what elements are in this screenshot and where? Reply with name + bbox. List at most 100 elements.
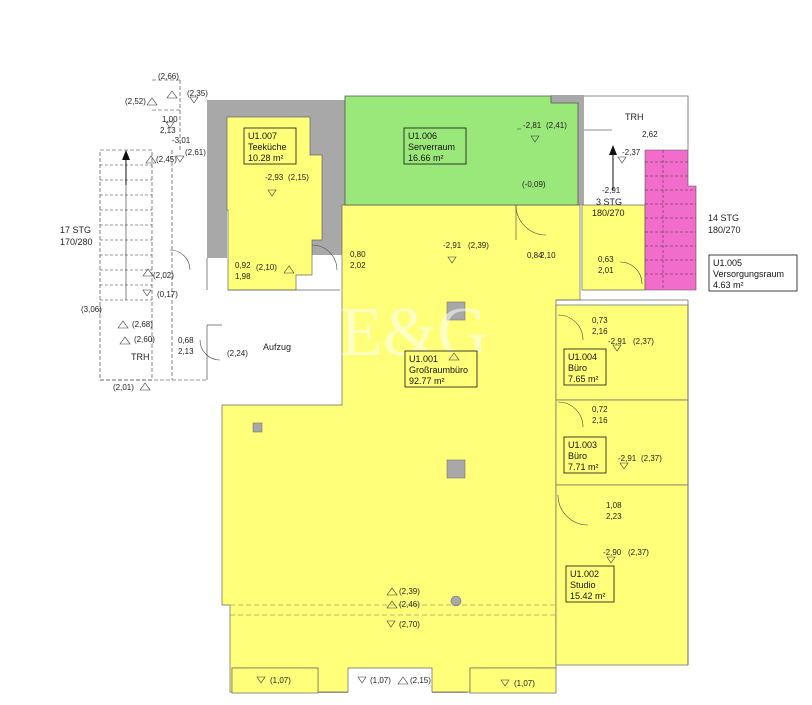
dim-label: 2,13 (160, 126, 176, 135)
dimension-annotations: (2,66) (2,35) (2,52) 1,00 2,13 -3,01 (2,… (81, 72, 662, 688)
dim-label: -2,91 (443, 241, 462, 250)
dim-label: (2,39) (468, 241, 489, 250)
dim-label: -2,81 (523, 121, 542, 130)
dim-label: -3,01 (172, 136, 191, 145)
column (450, 595, 462, 607)
dim-label: (2,60) (134, 335, 155, 344)
stair-right-treads (645, 150, 696, 290)
label-stair-mid-size: 180/270 (592, 208, 625, 218)
dim-label: -2,91 (608, 337, 627, 346)
dim-label: -2,90 (603, 548, 622, 557)
dim-label: 1,00 (162, 115, 178, 124)
dim-label: -2,93 (265, 173, 284, 182)
stair-mid-arrow-icon (609, 145, 617, 155)
label-stair-left-count: 17 STG (60, 225, 91, 235)
dim-label: 0,68 (178, 336, 194, 345)
dim-label: 2,62 (642, 130, 658, 139)
room-label-serverraum: U1.006 Serverraum 16.66 m² (403, 127, 467, 165)
svg-text:U1.006: U1.006 (408, 131, 437, 141)
dim-label: (2,46) (399, 600, 420, 609)
dim-label: 0,84 (527, 251, 543, 260)
svg-text:U1.007: U1.007 (248, 131, 277, 141)
room-label-versorgungsraum: U1.005 Versorgungsraum 4.63 m² (708, 254, 798, 292)
stair-left-arrow-icon (122, 150, 130, 160)
svg-text:U1.004: U1.004 (568, 352, 597, 362)
dim-label: 0,72 (592, 405, 608, 414)
svg-text:U1.005: U1.005 (713, 258, 742, 268)
label-trh-right: TRH (625, 112, 644, 122)
svg-text:Büro: Büro (568, 451, 587, 461)
room-label-studio: U1.002 Studio 15.42 m² (565, 565, 615, 603)
dim-label: 1,08 (606, 501, 622, 510)
svg-text:Serverraum: Serverraum (408, 142, 455, 152)
column (446, 301, 466, 321)
dim-label: (1,07) (514, 679, 535, 688)
outlines (206, 95, 689, 665)
svg-text:4.63 m²: 4.63 m² (713, 280, 744, 290)
dim-label: (-0,09) (522, 180, 546, 189)
columns (252, 301, 466, 607)
dim-label: (2,39) (399, 587, 420, 596)
dim-label: (2,45) (156, 155, 177, 164)
dim-label: 2,01 (598, 266, 614, 275)
area-bottom-strip (469, 667, 557, 694)
dim-label: 2,02 (350, 261, 366, 270)
label-stair-mid-count: 3 STG (596, 197, 622, 207)
dim-label: -2,37 (622, 148, 641, 157)
room-label-teekueche: U1.007 Teeküche 10.28 m² (243, 127, 297, 165)
dim-label: -2,91 (618, 454, 637, 463)
svg-text:U1.002: U1.002 (570, 569, 599, 579)
dim-label: (2,37) (633, 337, 654, 346)
dim-label: (1,07) (370, 676, 391, 685)
dim-label: (2,15) (288, 173, 309, 182)
dim-label: 2,10 (540, 251, 556, 260)
dim-label: (2,68) (132, 320, 153, 329)
svg-text:92.77 m²: 92.77 m² (409, 376, 445, 386)
dim-label: (2,70) (399, 620, 420, 629)
svg-text:7.65 m²: 7.65 m² (568, 374, 599, 384)
dim-label: (1,07) (270, 676, 291, 685)
dim-label: (2,37) (641, 454, 662, 463)
room-versorgungsraum (644, 149, 697, 291)
dim-label: 1,98 (235, 272, 251, 281)
dim-label: 0,63 (598, 255, 614, 264)
svg-text:Versorgungsraum: Versorgungsraum (713, 269, 784, 279)
column (252, 422, 263, 433)
dim-label: (2,61) (185, 148, 206, 157)
dim-label: (2,10) (256, 263, 277, 272)
dim-label: 0,92 (235, 261, 251, 270)
dim-label: (3,06) (81, 305, 102, 314)
dim-label: -2,91 (602, 186, 621, 195)
dim-label: (2,15) (410, 676, 431, 685)
dim-label: (2,52) (125, 97, 146, 106)
svg-text:Großraumbüro: Großraumbüro (409, 365, 468, 375)
dim-label: 2,16 (592, 327, 608, 336)
svg-text:Büro: Büro (568, 363, 587, 373)
area-bottom-strip-left (231, 667, 319, 694)
dim-label: (2,41) (546, 121, 567, 130)
dim-label: 2,13 (178, 347, 194, 356)
svg-text:U1.001: U1.001 (409, 354, 438, 364)
dim-label: (2,01) (113, 383, 134, 392)
dim-label: 2,23 (606, 512, 622, 521)
label-stair-right-size: 180/270 (708, 225, 741, 235)
bottom-lines (230, 604, 556, 616)
dim-label: (2,66) (158, 72, 179, 81)
svg-text:U1.003: U1.003 (568, 440, 597, 450)
doors (169, 204, 643, 526)
dim-label: (2,37) (628, 548, 649, 557)
dim-label: (2,35) (187, 89, 208, 98)
dim-label: (2,24) (227, 349, 248, 358)
dim-label: 0,73 (592, 316, 608, 325)
svg-text:Studio: Studio (570, 580, 596, 590)
svg-text:10.28 m²: 10.28 m² (248, 153, 284, 163)
room-label-buero-u1003: U1.003 Büro 7.71 m² (563, 436, 607, 474)
level-marker-icons (117, 90, 629, 687)
column (446, 459, 466, 479)
dim-label: (0,17) (157, 290, 178, 299)
label-trh-left: TRH (131, 352, 150, 362)
dim-label: (2,02) (153, 271, 174, 280)
room-label-grossraumbuero: U1.001 Großraumbüro 92.77 m² (404, 350, 478, 388)
label-stair-right-count: 14 STG (708, 213, 739, 223)
